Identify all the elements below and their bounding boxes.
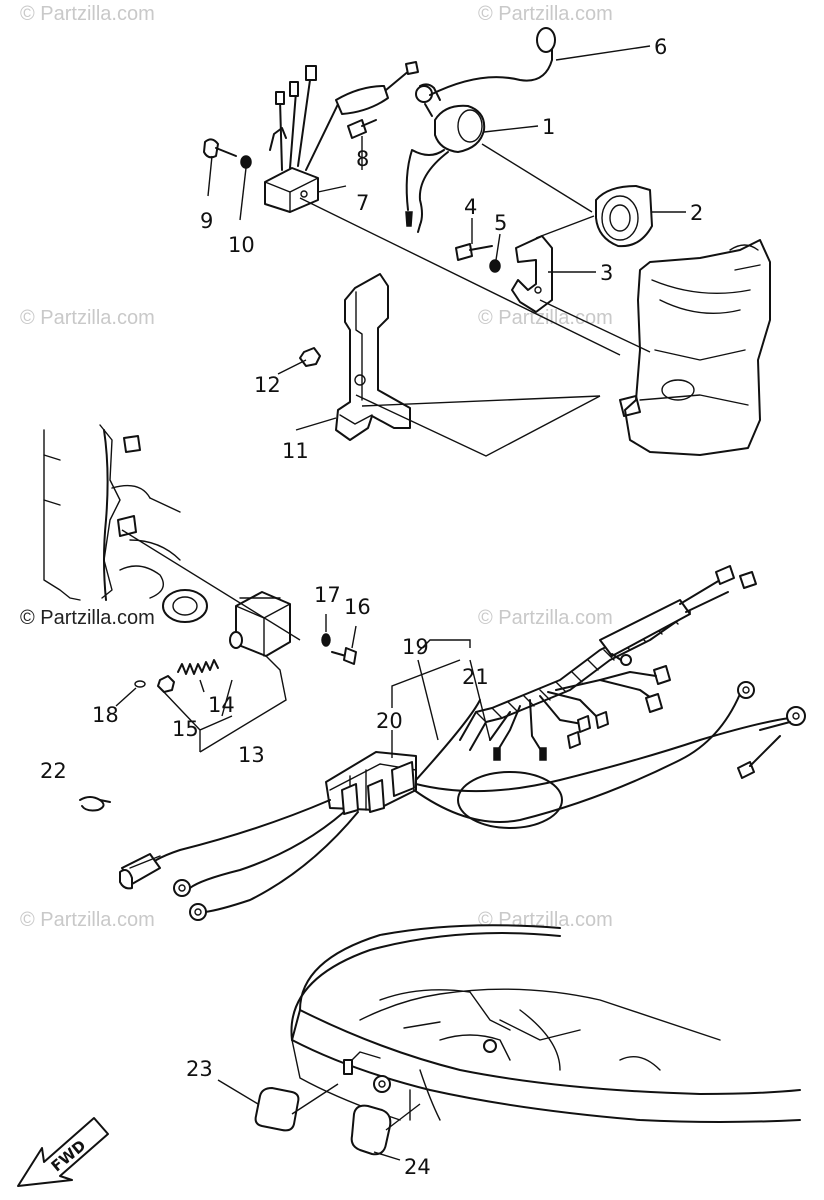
callout-19: 19 bbox=[402, 635, 429, 659]
mounting-plate bbox=[335, 273, 411, 441]
callout-9: 9 bbox=[200, 209, 213, 233]
plate-nut bbox=[299, 347, 321, 367]
switch-nut bbox=[157, 675, 175, 693]
callout-14: 14 bbox=[208, 693, 235, 717]
watermark: © Partzilla.com bbox=[20, 909, 155, 931]
forward-arrow-icon: FWD bbox=[17, 1117, 109, 1187]
callout-2: 2 bbox=[690, 201, 703, 225]
callout-labels: 1 2 3 4 5 6 7 8 9 10 11 12 13 14 15 16 1… bbox=[40, 35, 703, 1179]
callout-13: 13 bbox=[238, 743, 265, 767]
callout-11: 11 bbox=[282, 439, 309, 463]
assembly-lines-top bbox=[299, 143, 651, 457]
harness-clip bbox=[79, 796, 111, 812]
callout-1: 1 bbox=[542, 115, 555, 139]
callout-21: 21 bbox=[462, 665, 489, 689]
callout-4: 4 bbox=[464, 195, 477, 219]
callout-5: 5 bbox=[494, 211, 507, 235]
wire-harness bbox=[119, 565, 806, 921]
control-unit bbox=[264, 61, 419, 213]
callout-18: 18 bbox=[92, 703, 119, 727]
callout-10: 10 bbox=[228, 233, 255, 257]
watermark: © Partzilla.com bbox=[478, 607, 613, 629]
switch-screw bbox=[331, 647, 357, 665]
relay-bracket bbox=[511, 235, 553, 313]
callout-16: 16 bbox=[344, 595, 371, 619]
callout-17: 17 bbox=[314, 583, 341, 607]
callout-15: 15 bbox=[172, 717, 199, 741]
bottom-cowling bbox=[290, 924, 801, 1123]
relay-holder bbox=[595, 185, 653, 248]
callout-7: 7 bbox=[356, 191, 369, 215]
engine-block-housing bbox=[619, 239, 771, 456]
cowling-cap bbox=[350, 1104, 392, 1156]
callout-24: 24 bbox=[404, 1155, 431, 1179]
callout-12: 12 bbox=[254, 373, 281, 397]
callout-8: 8 bbox=[356, 147, 369, 171]
unit-screw bbox=[203, 138, 237, 159]
switch-washer bbox=[321, 633, 331, 647]
starter-lead-wire bbox=[429, 27, 556, 96]
callout-3: 3 bbox=[600, 261, 613, 285]
watermark: © Partzilla.com bbox=[20, 607, 155, 629]
callout-22: 22 bbox=[40, 759, 67, 783]
assembly-lines-middle bbox=[121, 529, 301, 753]
watermark: © Partzilla.com bbox=[20, 307, 155, 329]
callout-20: 20 bbox=[376, 709, 403, 733]
callout-6: 6 bbox=[654, 35, 667, 59]
cowling-grommet bbox=[254, 1087, 300, 1132]
switch-spring bbox=[177, 659, 219, 675]
unit-washer bbox=[240, 155, 252, 169]
engine-side-view bbox=[43, 424, 208, 623]
bracket-bolt bbox=[455, 243, 493, 261]
bracket-washer bbox=[489, 259, 501, 273]
callout-23: 23 bbox=[186, 1057, 213, 1081]
switch-clip bbox=[134, 680, 146, 688]
leader-lines bbox=[115, 45, 686, 1161]
watermark: © Partzilla.com bbox=[20, 3, 155, 25]
starter-relay bbox=[405, 83, 486, 233]
unit-bolt bbox=[347, 119, 377, 139]
assembly-lines-bottom bbox=[291, 1083, 421, 1131]
watermark: © Partzilla.com bbox=[478, 3, 613, 25]
